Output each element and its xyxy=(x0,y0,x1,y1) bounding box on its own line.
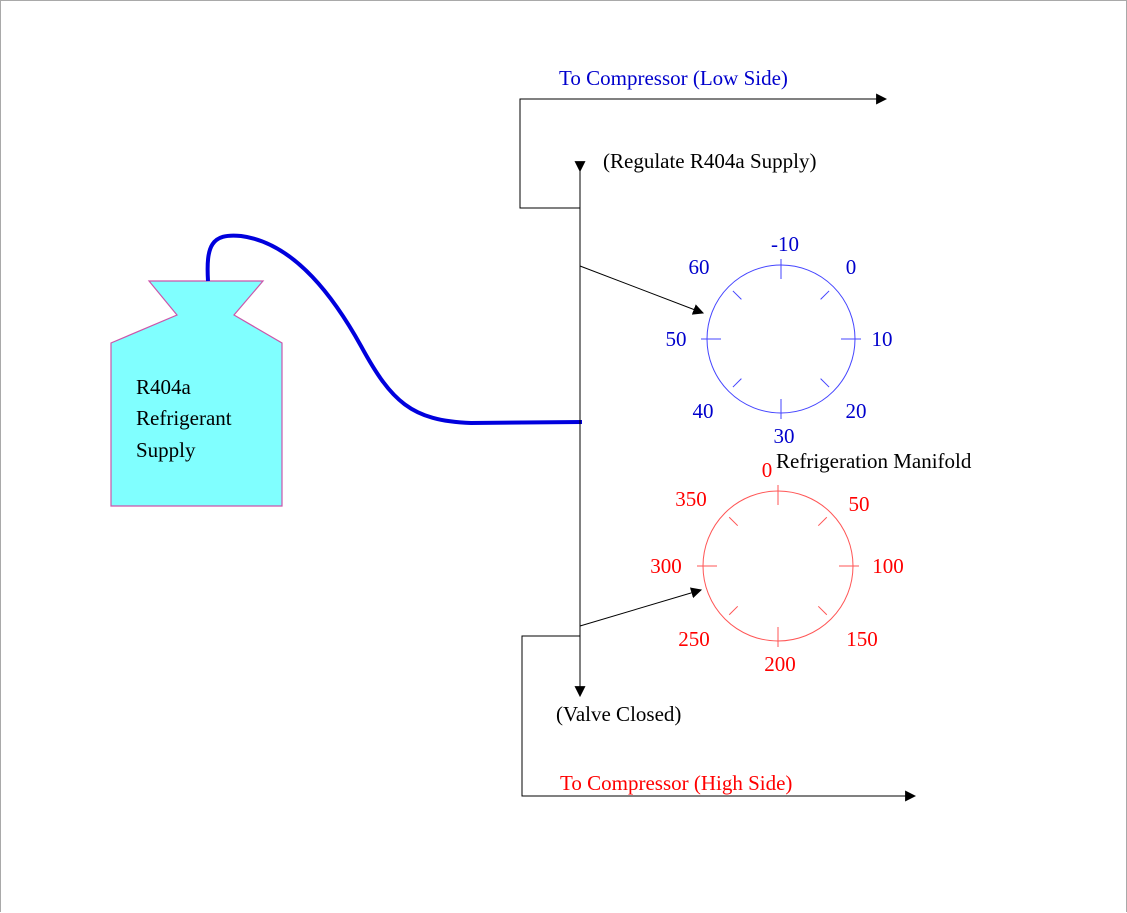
high-gauge-dial xyxy=(702,490,854,642)
high-gauge-ticks xyxy=(697,485,859,647)
high-gauge-label-200: 200 xyxy=(764,652,796,676)
low-gauge-label-30: 30 xyxy=(774,424,795,448)
low-gauge-label-20: 20 xyxy=(846,399,867,423)
to-compressor-high-label: To Compressor (High Side) xyxy=(560,771,792,795)
high-gauge-label-100: 100 xyxy=(872,554,904,578)
to-compressor-low-label: To Compressor (Low Side) xyxy=(559,66,788,90)
high-side-line xyxy=(521,635,917,802)
regulate-supply-label: (Regulate R404a Supply) xyxy=(603,149,816,173)
high-gauge-label-150: 150 xyxy=(846,627,878,651)
high-gauge-tick-3 xyxy=(817,605,828,616)
manifold-piping xyxy=(519,93,917,802)
high-side-gauge: 0 50 100 150 200 250 300 350 xyxy=(650,458,904,676)
supply-hose xyxy=(205,233,583,426)
low-gauge-dial xyxy=(706,264,856,414)
high-gauge-tick-1 xyxy=(817,516,828,527)
low-gauge-label-40: 40 xyxy=(693,399,714,423)
high-gauge-label-0: 0 xyxy=(762,458,773,482)
tank-body xyxy=(110,280,283,507)
low-gauge-tick-3 xyxy=(820,378,830,388)
low-gauge-label-0: 0 xyxy=(846,255,857,279)
low-gauge-pointer-arrow xyxy=(579,265,705,315)
high-gauge-label-250: 250 xyxy=(678,627,710,651)
tank-label-line-3: Supply xyxy=(136,438,196,462)
manifold-label: Refrigeration Manifold xyxy=(776,449,972,473)
low-gauge-label-50: 50 xyxy=(666,327,687,351)
low-gauge-label-minus10: -10 xyxy=(771,232,799,256)
tank-label-line-2: Refrigerant xyxy=(136,406,232,430)
low-gauge-tick-7 xyxy=(732,290,742,300)
high-gauge-tick-7 xyxy=(728,516,739,527)
high-gauge-label-50: 50 xyxy=(849,492,870,516)
high-gauge-label-350: 350 xyxy=(675,487,707,511)
low-gauge-label-60: 60 xyxy=(689,255,710,279)
low-gauge-tick-5 xyxy=(732,378,742,388)
low-gauge-tick-1 xyxy=(820,290,830,300)
valve-closed-label: (Valve Closed) xyxy=(556,702,681,726)
low-side-line xyxy=(519,93,888,209)
low-gauge-label-10: 10 xyxy=(872,327,893,351)
refrigerant-tank: R404a Refrigerant Supply xyxy=(110,280,283,507)
tank-label-line-1: R404a xyxy=(136,375,192,399)
low-gauge-ticks xyxy=(701,259,861,419)
high-gauge-pointer-arrow xyxy=(579,587,703,627)
high-gauge-label-300: 300 xyxy=(650,554,682,578)
low-side-gauge: -10 0 10 20 30 40 50 60 xyxy=(666,232,893,448)
high-gauge-tick-5 xyxy=(728,605,739,616)
